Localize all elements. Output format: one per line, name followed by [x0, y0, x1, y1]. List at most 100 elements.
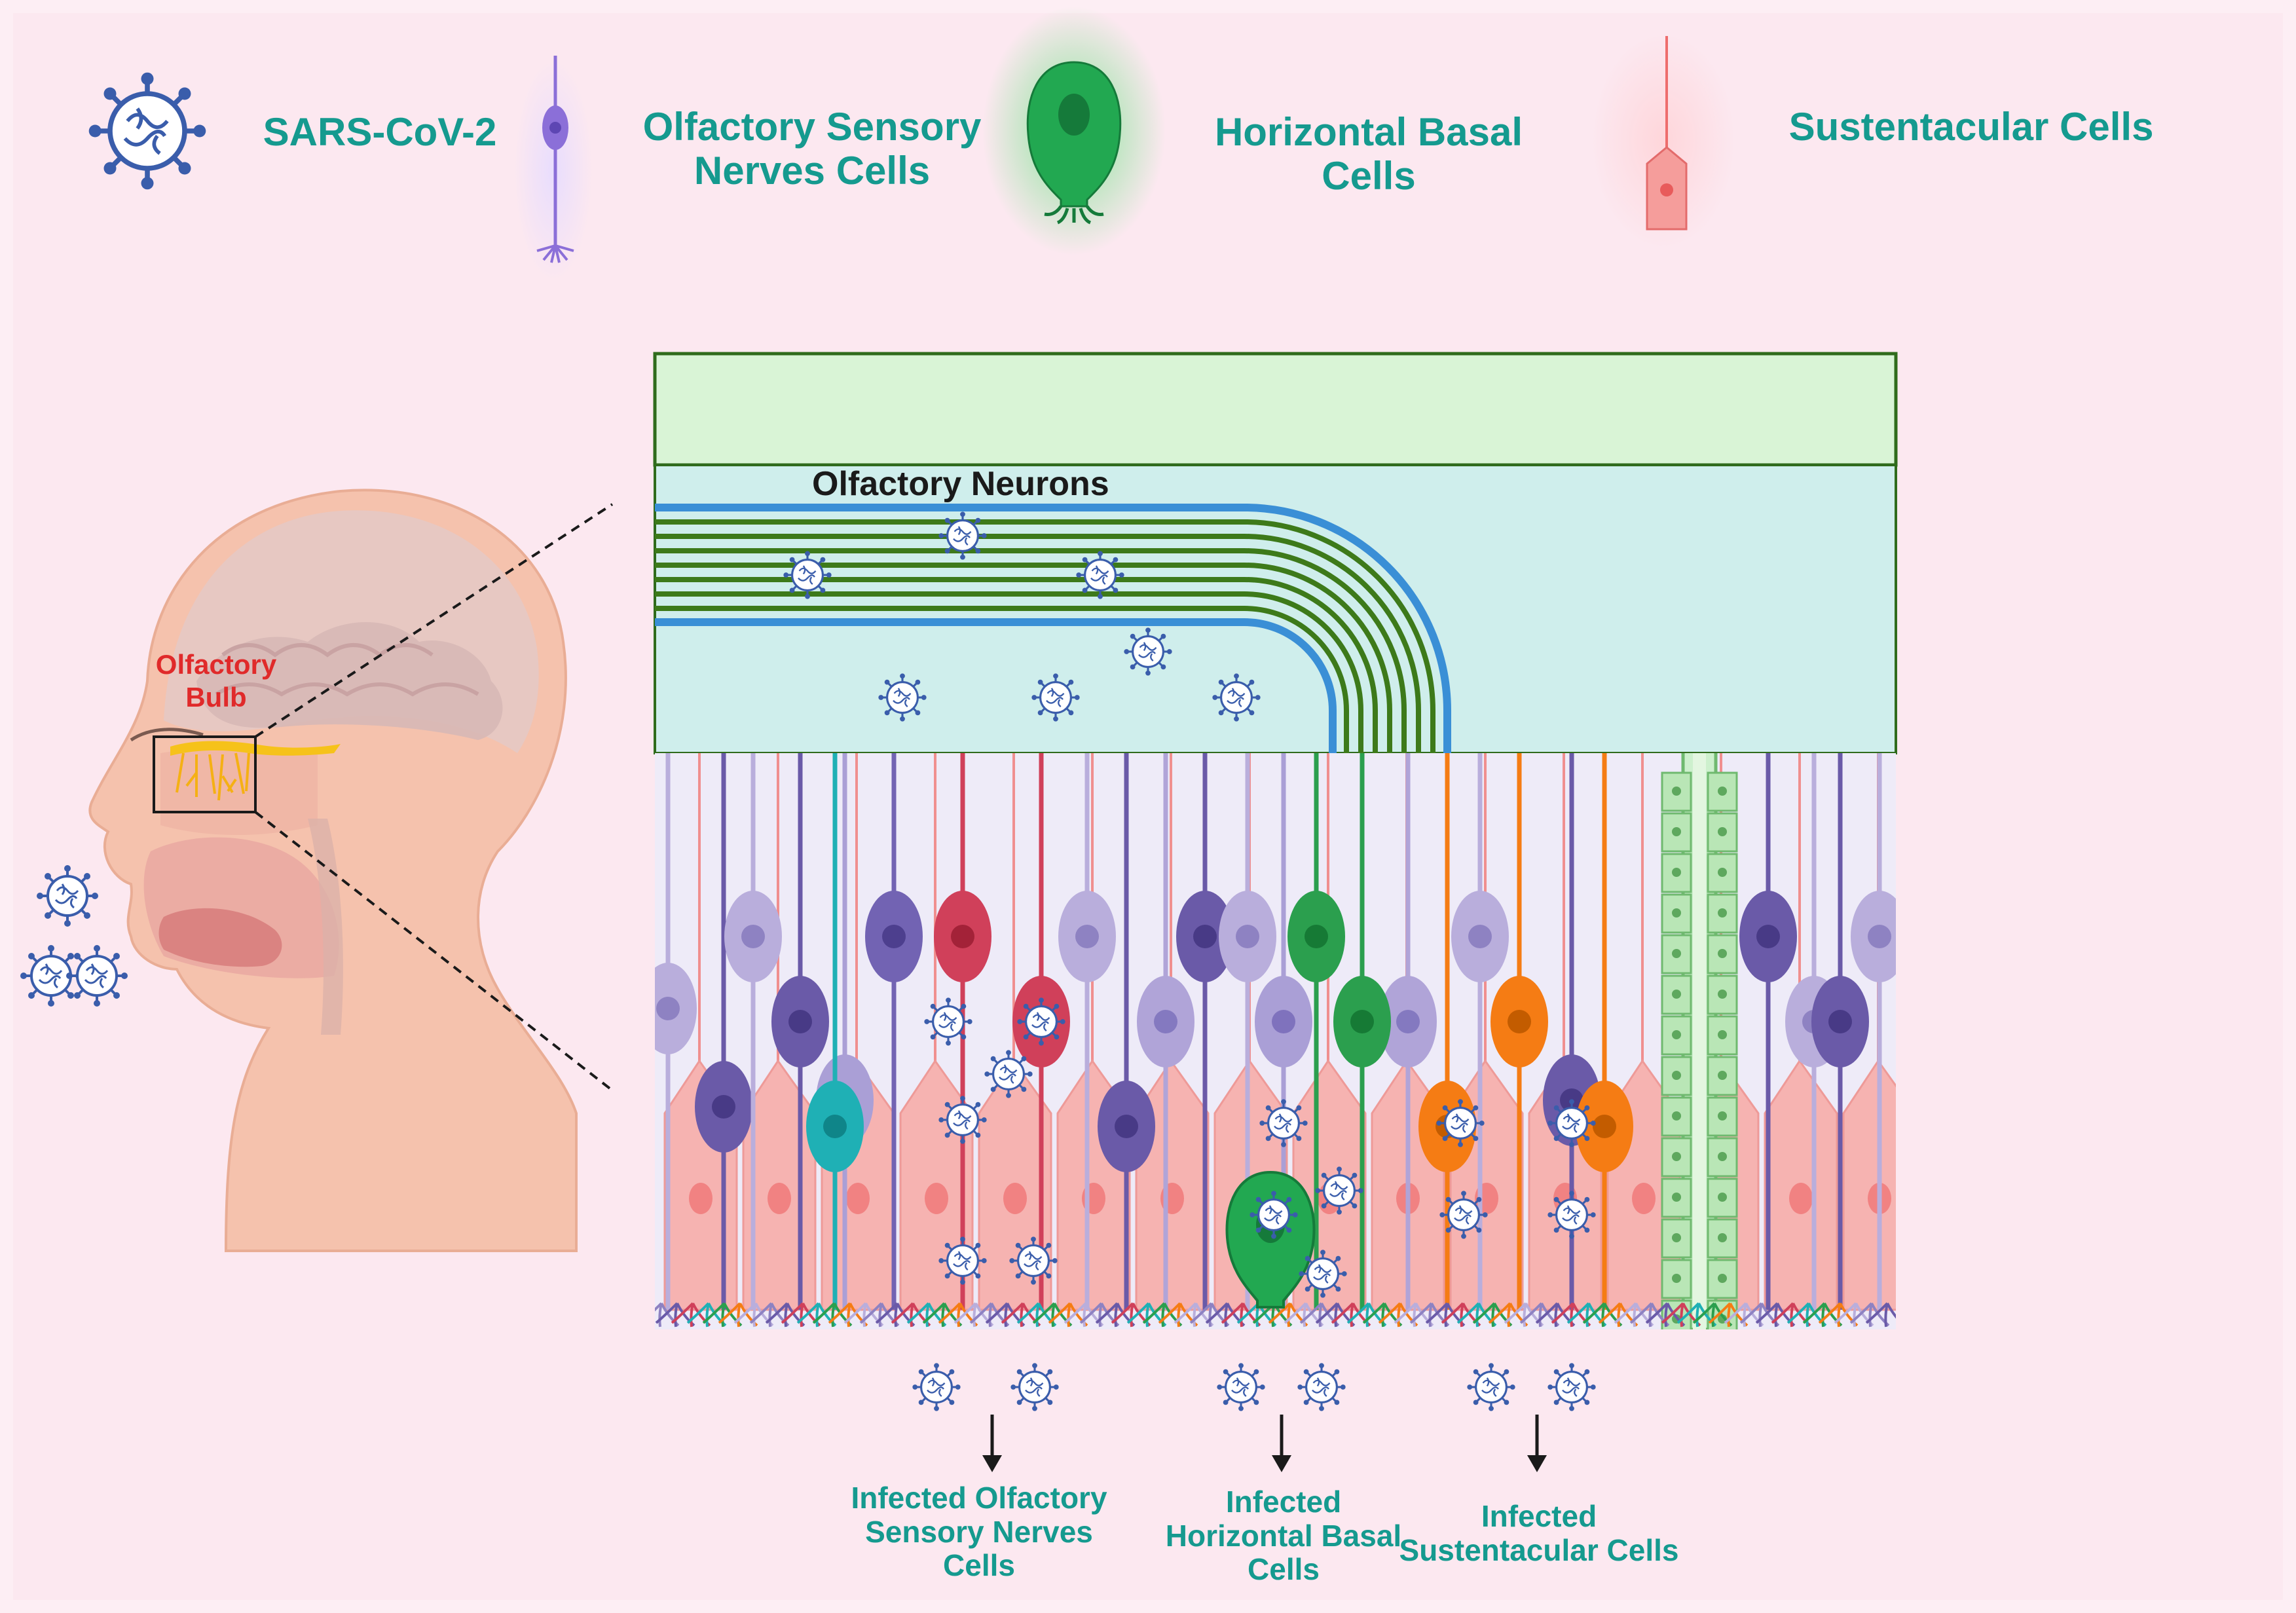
olfactory-neuron: [1811, 753, 1869, 1310]
virus-particle: [1122, 626, 1174, 677]
zoom-line-bottom: [254, 811, 614, 1092]
gland-cell: [1707, 934, 1738, 974]
olfactory-neuron: [695, 753, 752, 1310]
virus-particle: [1297, 1248, 1348, 1299]
legend-virus-icon: [89, 73, 206, 190]
virus-particle: [1546, 1098, 1597, 1149]
olfactory-neuron: [1176, 753, 1234, 1310]
virus-particle: [1438, 1189, 1489, 1240]
virus-particle: [1248, 1189, 1299, 1240]
gland-cell: [1661, 812, 1692, 853]
virus-particle: [1435, 1098, 1486, 1149]
virus-face-1: [35, 864, 100, 928]
olfactory-neuron: [806, 753, 864, 1310]
gland-cell: [1661, 853, 1692, 893]
olfactory-neurons-label: Olfactory Neurons: [812, 465, 1109, 503]
gland-cell: [1661, 1056, 1692, 1096]
gland-cell: [1707, 1177, 1738, 1218]
virus-particle: [983, 1048, 1034, 1100]
olfactory-nerve-bundle: [655, 504, 1451, 753]
virus-particle: [1258, 1098, 1309, 1149]
virus-particle: [1009, 1362, 1060, 1413]
virus-particle: [1314, 1165, 1365, 1216]
virus-particle: [1546, 1189, 1597, 1240]
virus-particle: [782, 549, 833, 601]
virus-particle: [911, 1362, 962, 1413]
virus-particle: [877, 672, 928, 723]
gland-cell: [1707, 1259, 1738, 1299]
gland-cell: [1707, 1218, 1738, 1259]
olfactory-neuron: [1491, 753, 1548, 1310]
olfactory-neuron: [1058, 753, 1116, 1310]
virus-particle: [1211, 672, 1262, 723]
olfactory-neuron: [1287, 753, 1345, 1310]
olfactory-neuron: [1851, 753, 1896, 1310]
virus-particle: [1030, 672, 1081, 723]
legend-olfactory-neuron-icon: [514, 56, 593, 282]
virus-particle: [1016, 996, 1067, 1047]
gland-cell: [1661, 1259, 1692, 1299]
gland-cell: [1707, 893, 1738, 934]
olfactory-neuron: [1333, 753, 1391, 1310]
virus-particle: [1466, 1362, 1517, 1413]
legend-sustentacular-cell-icon: [1591, 33, 1735, 249]
olfactory-neuron: [1379, 753, 1437, 1310]
olfactory-neuron-layer: [655, 753, 1896, 1310]
mucus-layer: [653, 352, 1898, 467]
olfactory-epithelium: [655, 753, 1896, 1329]
gland-cell: [1661, 893, 1692, 934]
virus-particle: [1215, 1362, 1267, 1413]
gland-cell: [1661, 1015, 1692, 1056]
outcome-label-neurons: Infected Olfactory Sensory Nerves Cells: [851, 1481, 1107, 1583]
olfactory-neuron: [1451, 753, 1509, 1310]
legend-label-sars-cov-2: SARS-CoV-2: [263, 110, 497, 154]
gland-cell: [1707, 853, 1738, 893]
gland-cell: [1661, 1096, 1692, 1137]
virus-particle: [1546, 1362, 1597, 1413]
gland-cell: [1661, 974, 1692, 1015]
zoom-line-top: [254, 503, 614, 738]
virus-particle: [937, 1235, 988, 1286]
virus-particle: [937, 510, 988, 561]
zoom-box: [153, 735, 257, 813]
gland-cell: [1707, 1056, 1738, 1096]
head-illustration: [88, 489, 578, 1252]
legend-basal-cell-icon: [982, 7, 1166, 255]
gland-cell: [1707, 1015, 1738, 1056]
gland-cell: [1661, 934, 1692, 974]
gland-cell: [1661, 1177, 1692, 1218]
gland-cell: [1707, 1137, 1738, 1177]
olfactory-bulb-label: Olfactory Bulb: [155, 649, 277, 713]
virus-particle: [1296, 1362, 1347, 1413]
bowman-gland-cells: [1661, 771, 1738, 1329]
legend-label-sustentacular-cells: Sustentacular Cells: [1788, 105, 2154, 149]
gland-cell: [1707, 771, 1738, 812]
outcome-label-basal: Infected Horizontal Basal Cells: [1165, 1485, 1402, 1587]
virus-particle: [923, 996, 974, 1047]
olfactory-neuron: [865, 753, 923, 1310]
outcome-arrows: [982, 1415, 1547, 1472]
basal-root: [1865, 1302, 1896, 1327]
olfactory-neuron: [724, 753, 782, 1310]
olfactory-neuron: [655, 753, 697, 1310]
gland-cell: [1661, 1137, 1692, 1177]
olfactory-neuron: [1739, 753, 1797, 1310]
olfactory-neuron: [1098, 753, 1155, 1310]
gland-cell: [1661, 1218, 1692, 1259]
gland-cell: [1661, 771, 1692, 812]
gland-cell: [1707, 1096, 1738, 1137]
olfactory-neuron: [771, 753, 829, 1310]
olfactory-neuron: [934, 753, 991, 1310]
virus-particle: [937, 1094, 988, 1145]
gland-cell: [1707, 974, 1738, 1015]
virus-particle: [1075, 549, 1126, 601]
olfactory-neuron: [1576, 753, 1633, 1310]
olfactory-neuron: [1137, 753, 1194, 1310]
virus-particle: [1008, 1235, 1059, 1286]
gland-cell: [1707, 812, 1738, 853]
virus-face-3: [65, 944, 129, 1008]
legend-label-basal-cells: Horizontal Basal Cells: [1214, 110, 1523, 198]
legend-label-olfactory-neurons: Olfactory Sensory Nerves Cells: [642, 105, 982, 193]
